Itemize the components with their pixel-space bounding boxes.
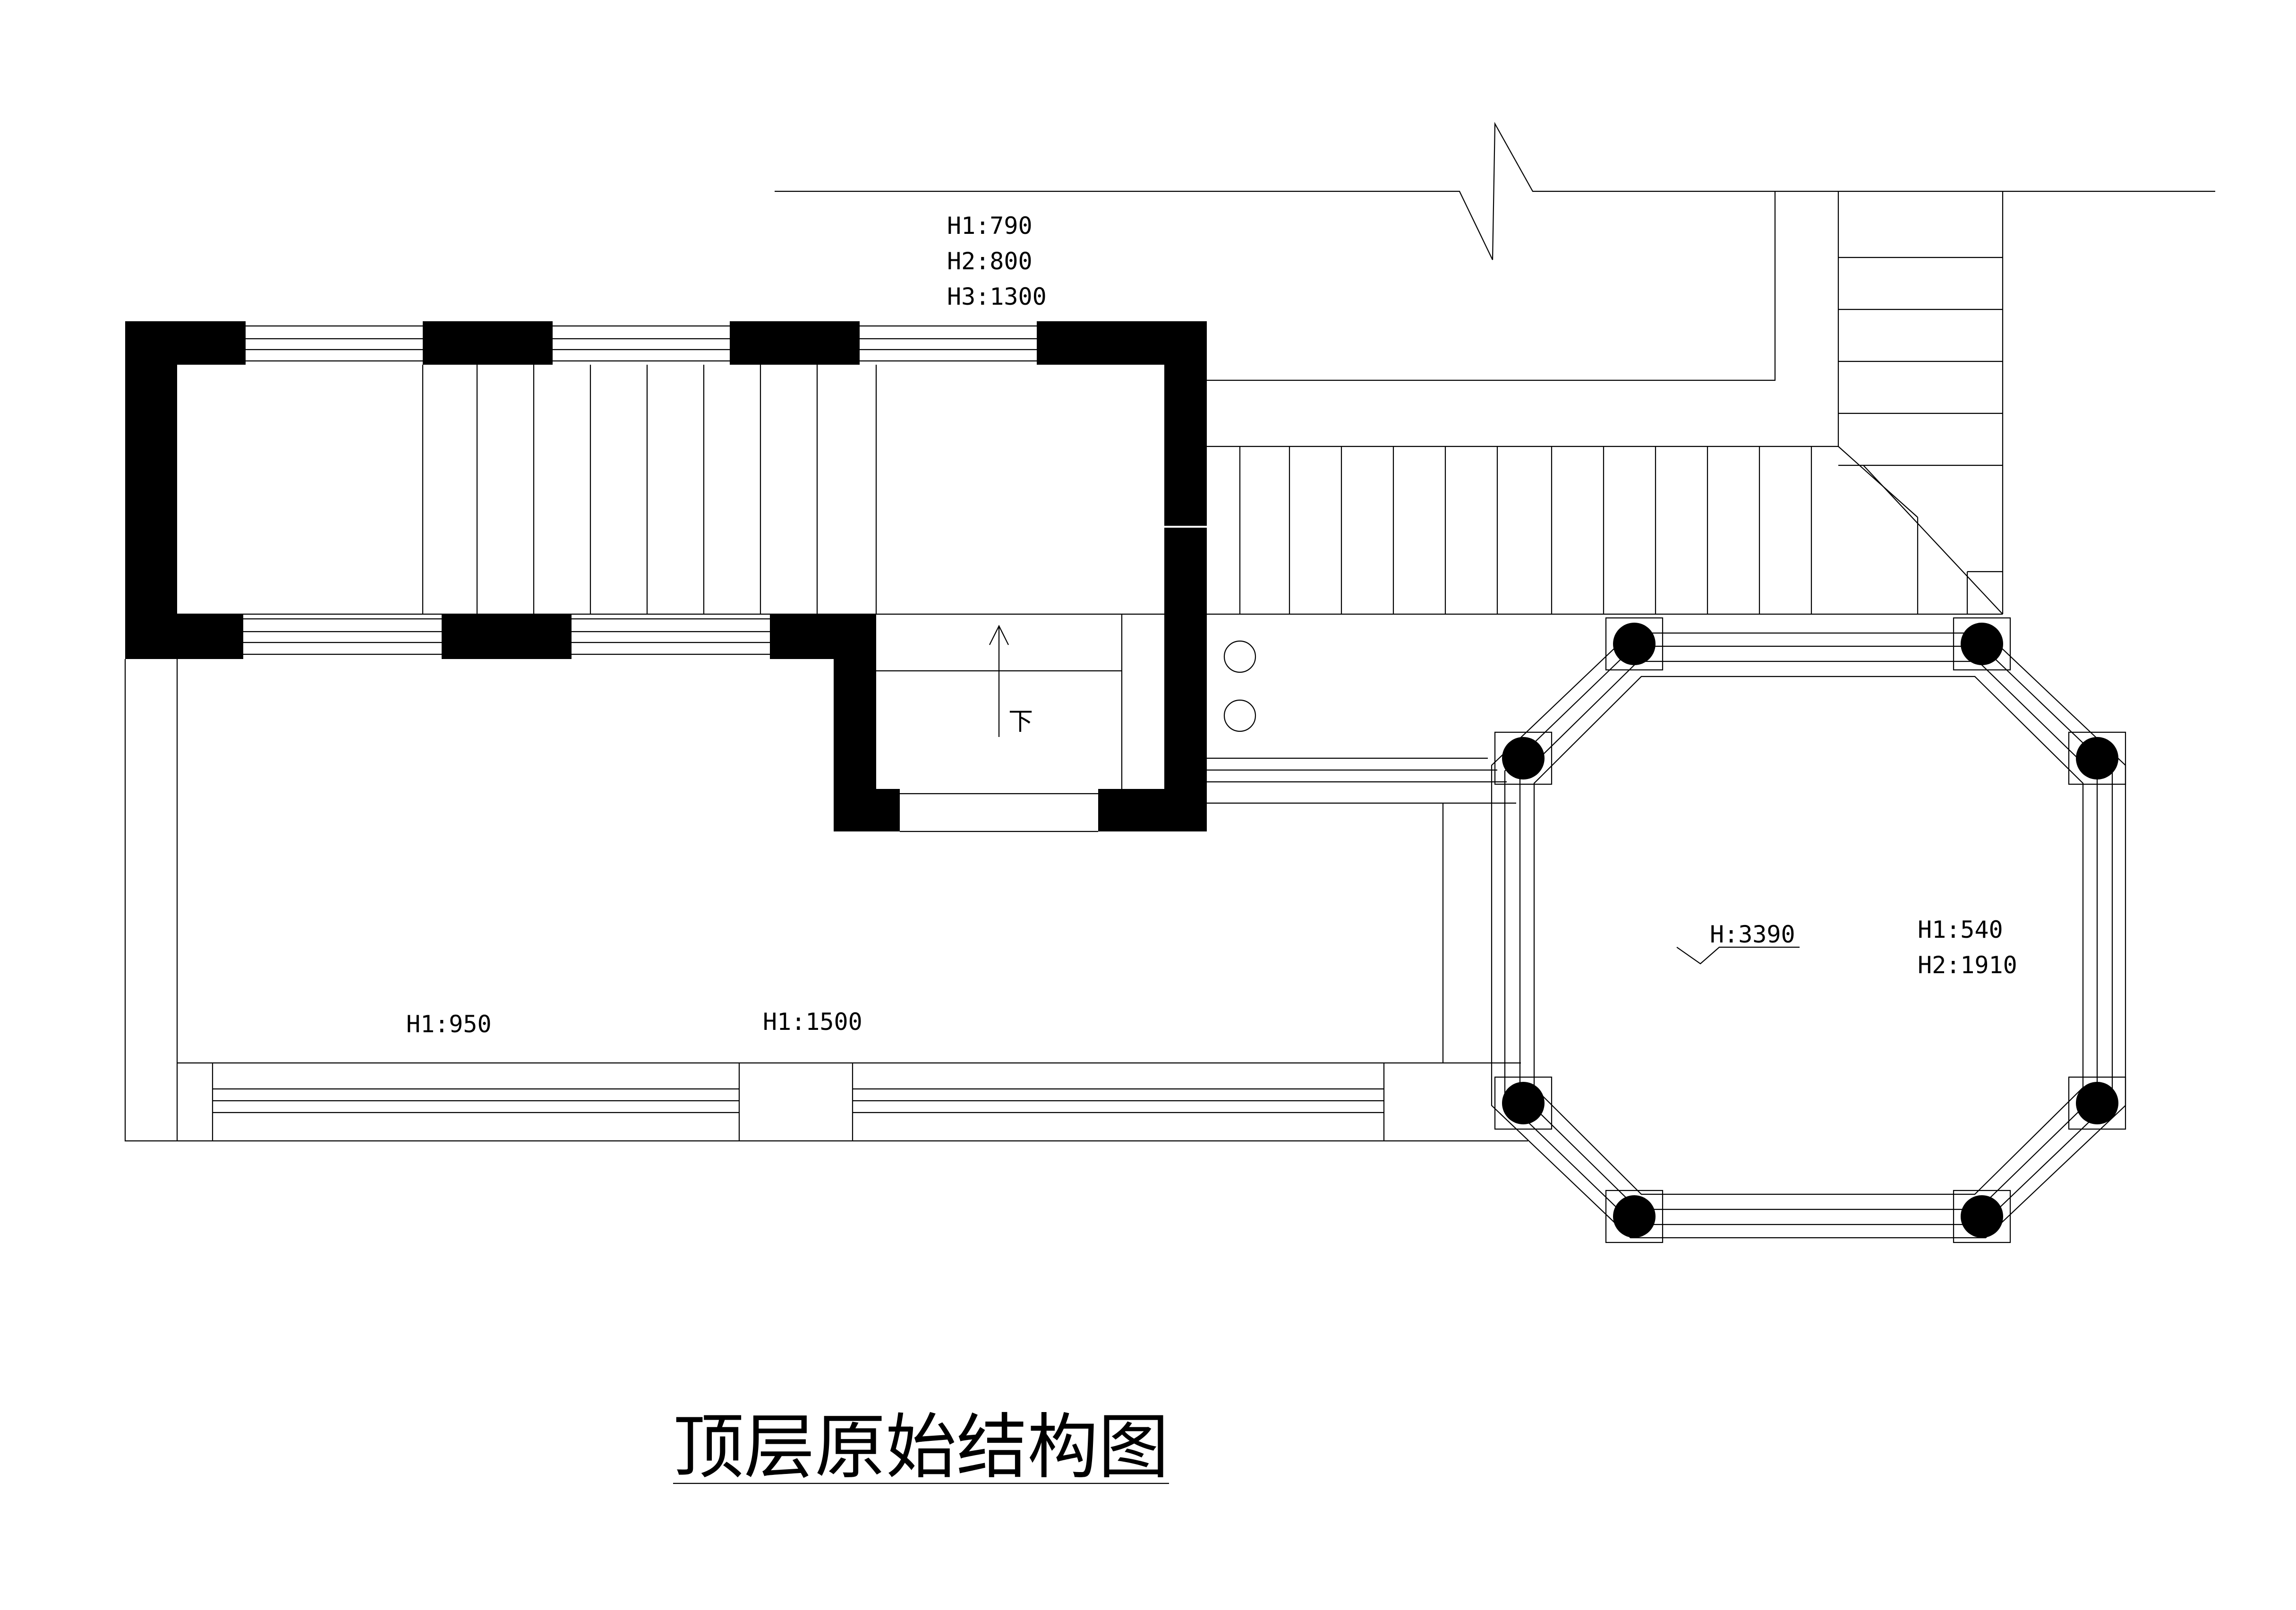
window-height-h3: H3:1300 (947, 283, 1047, 310)
corridor-stair-treads (1207, 446, 2003, 615)
octagon-gazebo (1491, 617, 2126, 1243)
stair-direction-arrow (989, 625, 1009, 737)
gazebo-opening-h1: H1:540 (1918, 916, 2003, 943)
upper-room-windows (243, 325, 1098, 832)
gazebo-opening-h2: H2:1910 (1918, 951, 2017, 979)
drawing-title: 顶层原始结构图 (673, 1406, 1169, 1489)
terrace-railing-left (213, 1088, 739, 1113)
upper-room-walls (125, 321, 1207, 831)
mid-opening-label: H1:1500 (763, 1008, 862, 1036)
gazebo-columns (1502, 623, 2118, 1238)
upper-room-stair: 下 (177, 365, 1164, 789)
lower-terrace (124, 659, 1528, 1142)
right-staircase (1838, 191, 2004, 615)
window-height-h1: H1:790 (947, 212, 1033, 240)
level-label: H:3390 (1710, 921, 1795, 948)
terrace-railing-right (853, 1088, 1384, 1113)
gazebo-column-bases (1494, 617, 2126, 1243)
drain-circles (1223, 640, 1256, 732)
window-bottom-1 (243, 618, 442, 655)
connecting-railing (1207, 757, 1516, 804)
window-bottom-2 (572, 618, 770, 655)
window-top-1 (246, 325, 423, 362)
stair-direction-label: 下 (1008, 708, 1033, 736)
left-opening-label: H1:950 (406, 1011, 492, 1038)
window-height-h2: H2:800 (947, 248, 1033, 275)
window-top-2 (553, 325, 730, 362)
window-bottom-3 (900, 793, 1098, 832)
window-top-3 (860, 325, 1037, 362)
level-marker (1676, 946, 1800, 965)
